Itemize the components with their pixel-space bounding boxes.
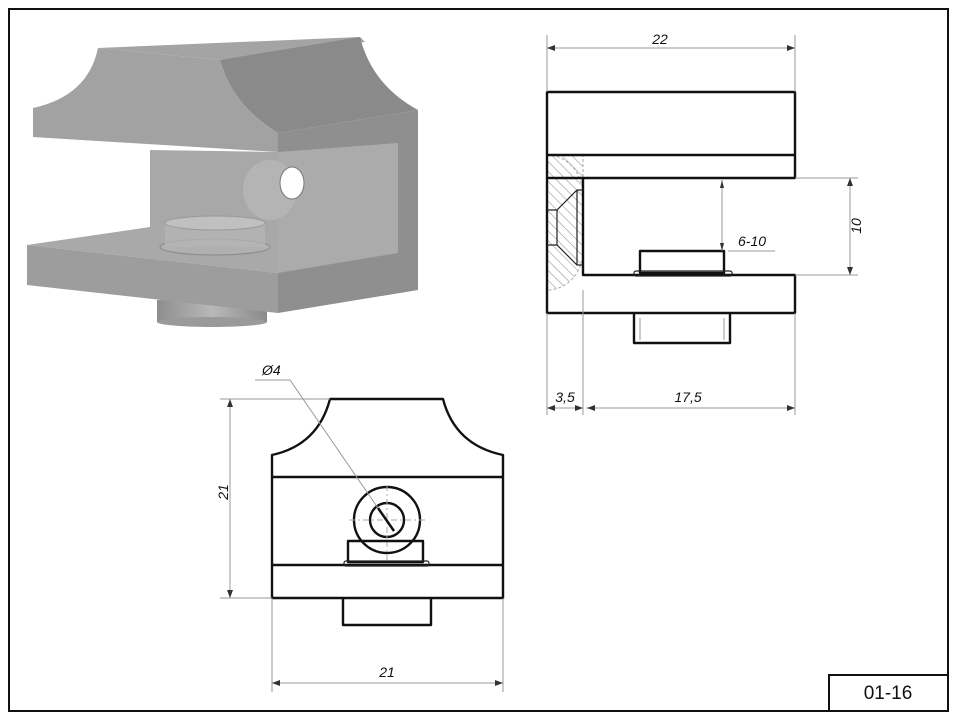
dim-wall-thickness: 3,5 [555,389,575,405]
dim-overall-length: 22 [651,31,668,47]
dim-hole-diameter: Ø4 [261,362,281,378]
drawing-code: 01-16 [864,683,913,704]
isometric-view [27,37,418,327]
title-block: 01-16 [828,674,949,712]
side-view: 22 10 6-10 3,5 17,5 [545,31,864,415]
front-view: Ø4 21 21 [215,362,505,692]
dim-width: 21 [378,664,395,680]
drawing-frame [8,8,949,712]
dim-gap-height: 10 [848,218,864,234]
dim-inner-depth: 17,5 [674,389,701,405]
dim-height: 21 [215,484,231,501]
dim-glass-thickness: 6-10 [738,233,766,249]
